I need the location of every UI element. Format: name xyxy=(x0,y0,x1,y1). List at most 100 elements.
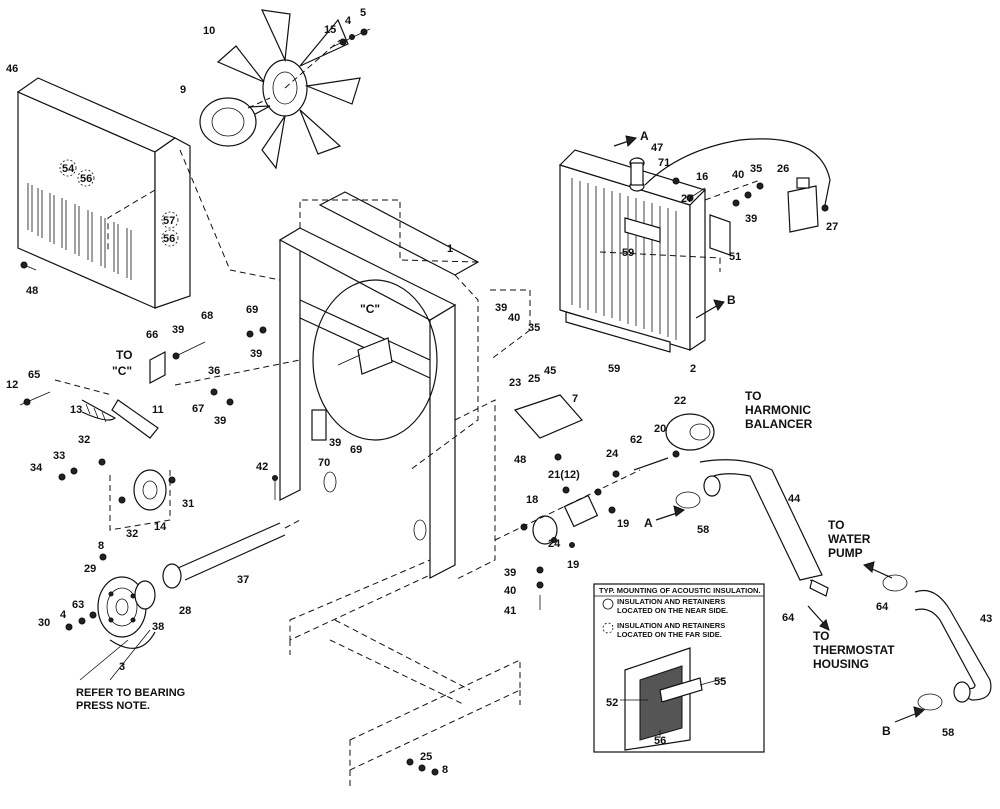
hose-clamps xyxy=(675,491,943,711)
callout-25: 25 xyxy=(420,751,432,763)
flow-arrows xyxy=(613,135,926,723)
callout-1: 1 xyxy=(447,243,453,255)
water-inlet-housing xyxy=(612,413,715,478)
arrow-label-a: A xyxy=(640,129,649,143)
callout-12: 12 xyxy=(6,379,18,391)
callout-21: 21(12) xyxy=(548,469,580,481)
callout-16: 16 xyxy=(696,171,708,183)
callout-33: 33 xyxy=(53,450,65,462)
callout-25: 25 xyxy=(528,373,540,385)
radiator xyxy=(558,138,831,353)
callout-35: 35 xyxy=(750,163,762,175)
inset-near-line1: INSULATION AND RETAINERS xyxy=(617,597,725,606)
callout-51: 51 xyxy=(729,251,741,263)
callout-71: 71 xyxy=(658,157,670,169)
callout-27: 27 xyxy=(681,193,693,205)
callout-7: 7 xyxy=(572,393,578,405)
callout-48: 48 xyxy=(26,285,38,297)
to-c-label-line1: TO xyxy=(116,348,132,362)
callout-24: 24 xyxy=(606,448,619,460)
inset-title: TYP. MOUNTING OF ACOUSTIC INSULATION. xyxy=(599,586,761,595)
water-pump-label-line2: WATER xyxy=(828,532,871,546)
callout-65: 65 xyxy=(28,369,40,381)
callout-28: 28 xyxy=(179,605,191,617)
acoustic-panel xyxy=(16,77,191,309)
callout-11: 11 xyxy=(152,404,164,416)
callout-54: 54 xyxy=(62,163,75,175)
callout-45: 45 xyxy=(544,365,556,377)
harmonic-label-line3: BALANCER xyxy=(745,417,813,431)
callout-67: 67 xyxy=(192,403,204,415)
callout-22: 22 xyxy=(674,395,686,407)
callout-39: 39 xyxy=(745,213,757,225)
callout-26: 26 xyxy=(777,163,789,175)
fan-spacer-pulley xyxy=(199,97,271,147)
callout-64: 64 xyxy=(782,612,795,624)
callout-39: 39 xyxy=(214,415,226,427)
callout-19: 19 xyxy=(617,518,629,530)
crank-pulley-and-driveshaft xyxy=(65,475,301,681)
callout-24: 24 xyxy=(548,538,561,550)
callout-31: 31 xyxy=(182,498,194,510)
callout-2: 2 xyxy=(690,363,696,375)
fan-hardware-15-4-5 xyxy=(329,28,371,49)
callout-40: 40 xyxy=(504,585,516,597)
callout-20: 20 xyxy=(654,423,666,435)
coolant-recovery-bottle xyxy=(787,177,829,233)
callout-34: 34 xyxy=(30,462,43,474)
callout-8: 8 xyxy=(98,540,104,552)
thermostat-manifold xyxy=(494,469,641,610)
callout-46: 46 xyxy=(6,63,18,75)
callout-32: 32 xyxy=(126,528,138,540)
callout-23: 23 xyxy=(509,377,521,389)
callout-62: 62 xyxy=(630,434,642,446)
callout-13: 13 xyxy=(70,404,82,416)
callout-36: 36 xyxy=(208,365,220,377)
water-pump-label-line1: TO xyxy=(828,518,844,532)
callout-29: 29 xyxy=(84,563,96,575)
callout-56: 56 xyxy=(654,735,666,747)
lower-radiator-hose xyxy=(914,589,992,703)
callout-41: 41 xyxy=(504,605,516,617)
callout-37: 37 xyxy=(237,574,249,586)
thermostat-label-line1: TO xyxy=(813,629,829,643)
bearing-note-line1: REFER TO BEARING xyxy=(76,687,185,699)
callout-14: 14 xyxy=(154,521,167,533)
callout-39: 39 xyxy=(495,302,507,314)
callout-42: 42 xyxy=(256,461,268,473)
callout-59: 59 xyxy=(608,363,620,375)
radiator-hardware xyxy=(672,177,764,207)
fan-shroud-frame xyxy=(179,149,531,581)
callout-39: 39 xyxy=(172,324,184,336)
arrow-label-a: A xyxy=(644,516,653,530)
diagram-notes: A B A B "C" TO "C" TO HARMONIC BALANCER … xyxy=(76,129,895,738)
callout-32: 32 xyxy=(78,434,90,446)
water-pump-plate xyxy=(513,394,583,461)
callout-56: 56 xyxy=(80,173,92,185)
belt-tensioner-assembly xyxy=(19,326,301,531)
callout-19: 19 xyxy=(567,559,579,571)
callout-59: 59 xyxy=(622,247,634,259)
callout-4: 4 xyxy=(345,15,352,27)
callout-57: 57 xyxy=(163,215,175,227)
callout-64: 64 xyxy=(876,601,889,613)
callout-68: 68 xyxy=(201,310,213,322)
callout-43: 43 xyxy=(980,613,992,625)
inset-far-line1: INSULATION AND RETAINERS xyxy=(617,621,725,630)
callout-55: 55 xyxy=(714,676,726,688)
callout-39: 39 xyxy=(250,348,262,360)
callout-66: 66 xyxy=(146,329,158,341)
callout-40: 40 xyxy=(508,312,520,324)
callout-56: 56 xyxy=(163,233,175,245)
callout-69: 69 xyxy=(246,304,258,316)
bearing-note-line2: PRESS NOTE. xyxy=(76,700,150,712)
acoustic-insulation-inset xyxy=(593,583,765,753)
thermostat-label-line3: HOUSING xyxy=(813,657,869,671)
callout-44: 44 xyxy=(788,493,801,505)
arrow-label-b: B xyxy=(727,293,736,307)
to-c-label-line2: "C" xyxy=(112,364,132,378)
callout-39: 39 xyxy=(329,437,341,449)
callout-30: 30 xyxy=(38,617,50,629)
